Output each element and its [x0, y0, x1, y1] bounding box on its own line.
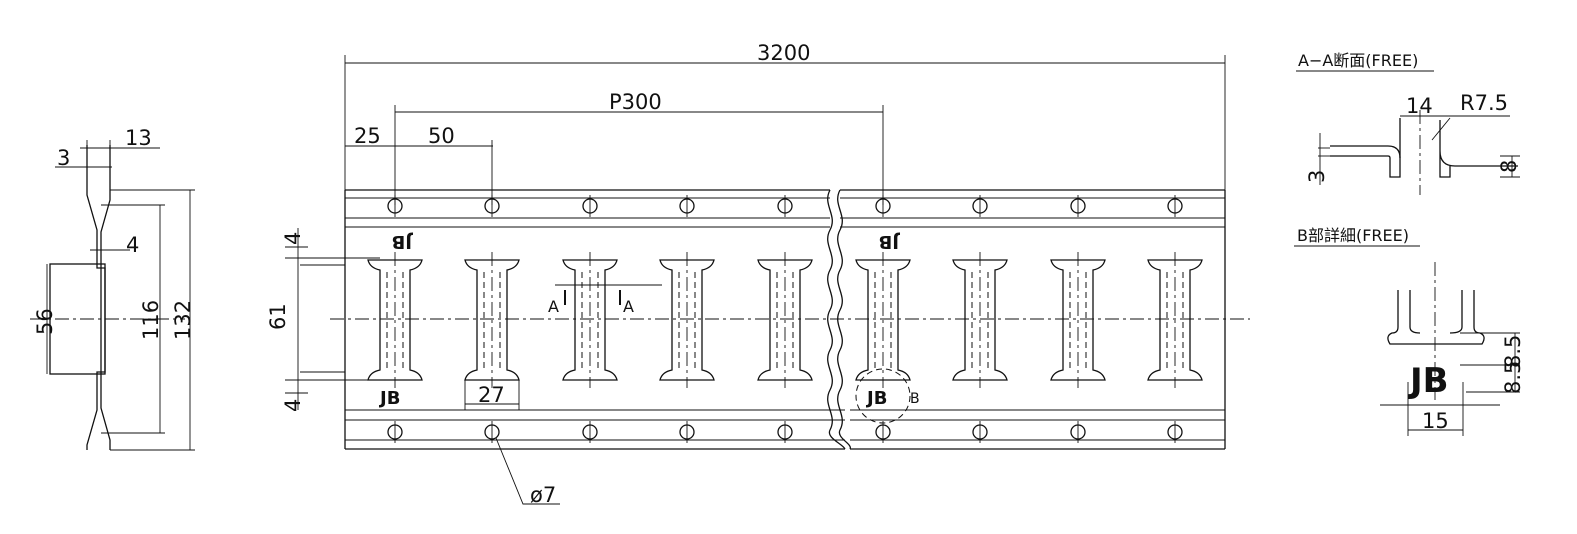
tie-down-slot — [562, 259, 618, 381]
tie-down-slot — [659, 259, 715, 381]
side-dim-4: 4 — [126, 233, 139, 257]
dim-pitch: P300 — [609, 90, 662, 114]
tie-down-slot — [1050, 259, 1106, 381]
rail-left-segment — [344, 189, 845, 450]
tie-down-slot — [1147, 259, 1203, 381]
detail-b: B部詳細(FREE) JB 8.5 8.5 15 — [1294, 226, 1525, 436]
section-aa-title: A−A断面(FREE) — [1298, 51, 1418, 70]
dim-hole-dia: ø7 — [530, 483, 556, 507]
section-aa-dim-14: 14 — [1406, 94, 1433, 118]
detail-b-brand-mark: JB — [1408, 361, 1449, 401]
brand-mark-jb-2: JB — [879, 231, 901, 252]
tie-down-slot — [952, 259, 1008, 381]
section-aa-dim-radius: R7.5 — [1460, 91, 1508, 115]
detail-b-dim-15: 15 — [1422, 409, 1449, 433]
tie-down-slot — [757, 259, 813, 381]
side-view: 13 3 4 56 116 132 — [30, 126, 195, 451]
break-line-left — [827, 189, 846, 450]
dim-edge-offset: 25 — [354, 124, 381, 148]
tie-down-slot — [855, 259, 911, 381]
tie-down-slots — [367, 252, 1203, 388]
side-dim-3: 3 — [57, 146, 70, 170]
side-dim-13: 13 — [125, 126, 152, 150]
side-dim-132: 132 — [171, 300, 195, 340]
detail-mark-b: B — [910, 391, 920, 407]
section-aa: A−A断面(FREE) 14 R7.5 3 8 — [1296, 51, 1521, 195]
dim-gap-bottom: 4 — [281, 399, 305, 412]
break-line-right — [837, 189, 851, 450]
rail-right-segment — [840, 189, 1226, 450]
dim-hole-spacing: 50 — [428, 124, 455, 148]
section-aa-left-profile — [1330, 145, 1401, 178]
section-aa-dim-8: 8 — [1497, 160, 1521, 173]
dim-total-length: 3200 — [757, 41, 810, 65]
side-profile-outer — [86, 145, 106, 450]
detail-b-right-leg — [1449, 290, 1463, 334]
hole-dia-leader — [495, 437, 560, 505]
section-mark-a-right: A — [623, 297, 634, 316]
detail-b-dim-85-bottom: 8.5 — [1501, 361, 1525, 394]
brand-mark-jb-3: JB — [378, 388, 400, 409]
detail-b-left-leg — [1387, 290, 1425, 345]
detail-b-circle — [855, 368, 911, 424]
detail-b-dim-85-top: 8.5 — [1501, 335, 1525, 368]
brand-mark-jb-1: JB — [392, 231, 414, 252]
brand-mark-jb-4: JB — [865, 388, 887, 409]
section-aa-right-profile — [1439, 150, 1518, 178]
side-dim-116: 116 — [139, 300, 163, 340]
section-aa-dim-3: 3 — [1305, 170, 1329, 183]
dim-slot-width: 27 — [478, 383, 505, 407]
side-dim-56: 56 — [33, 308, 57, 335]
detail-b-title: B部詳細(FREE) — [1297, 226, 1409, 245]
section-mark-a-left: A — [548, 297, 559, 316]
dim-slot-height: 61 — [266, 303, 290, 330]
side-profile-inner — [100, 145, 111, 450]
main-view: A A B JB JB JB JB 3200 P300 25 50 4 61 4 — [266, 41, 1250, 507]
dim-gap-top: 4 — [281, 232, 305, 245]
tie-down-slot — [367, 259, 423, 381]
